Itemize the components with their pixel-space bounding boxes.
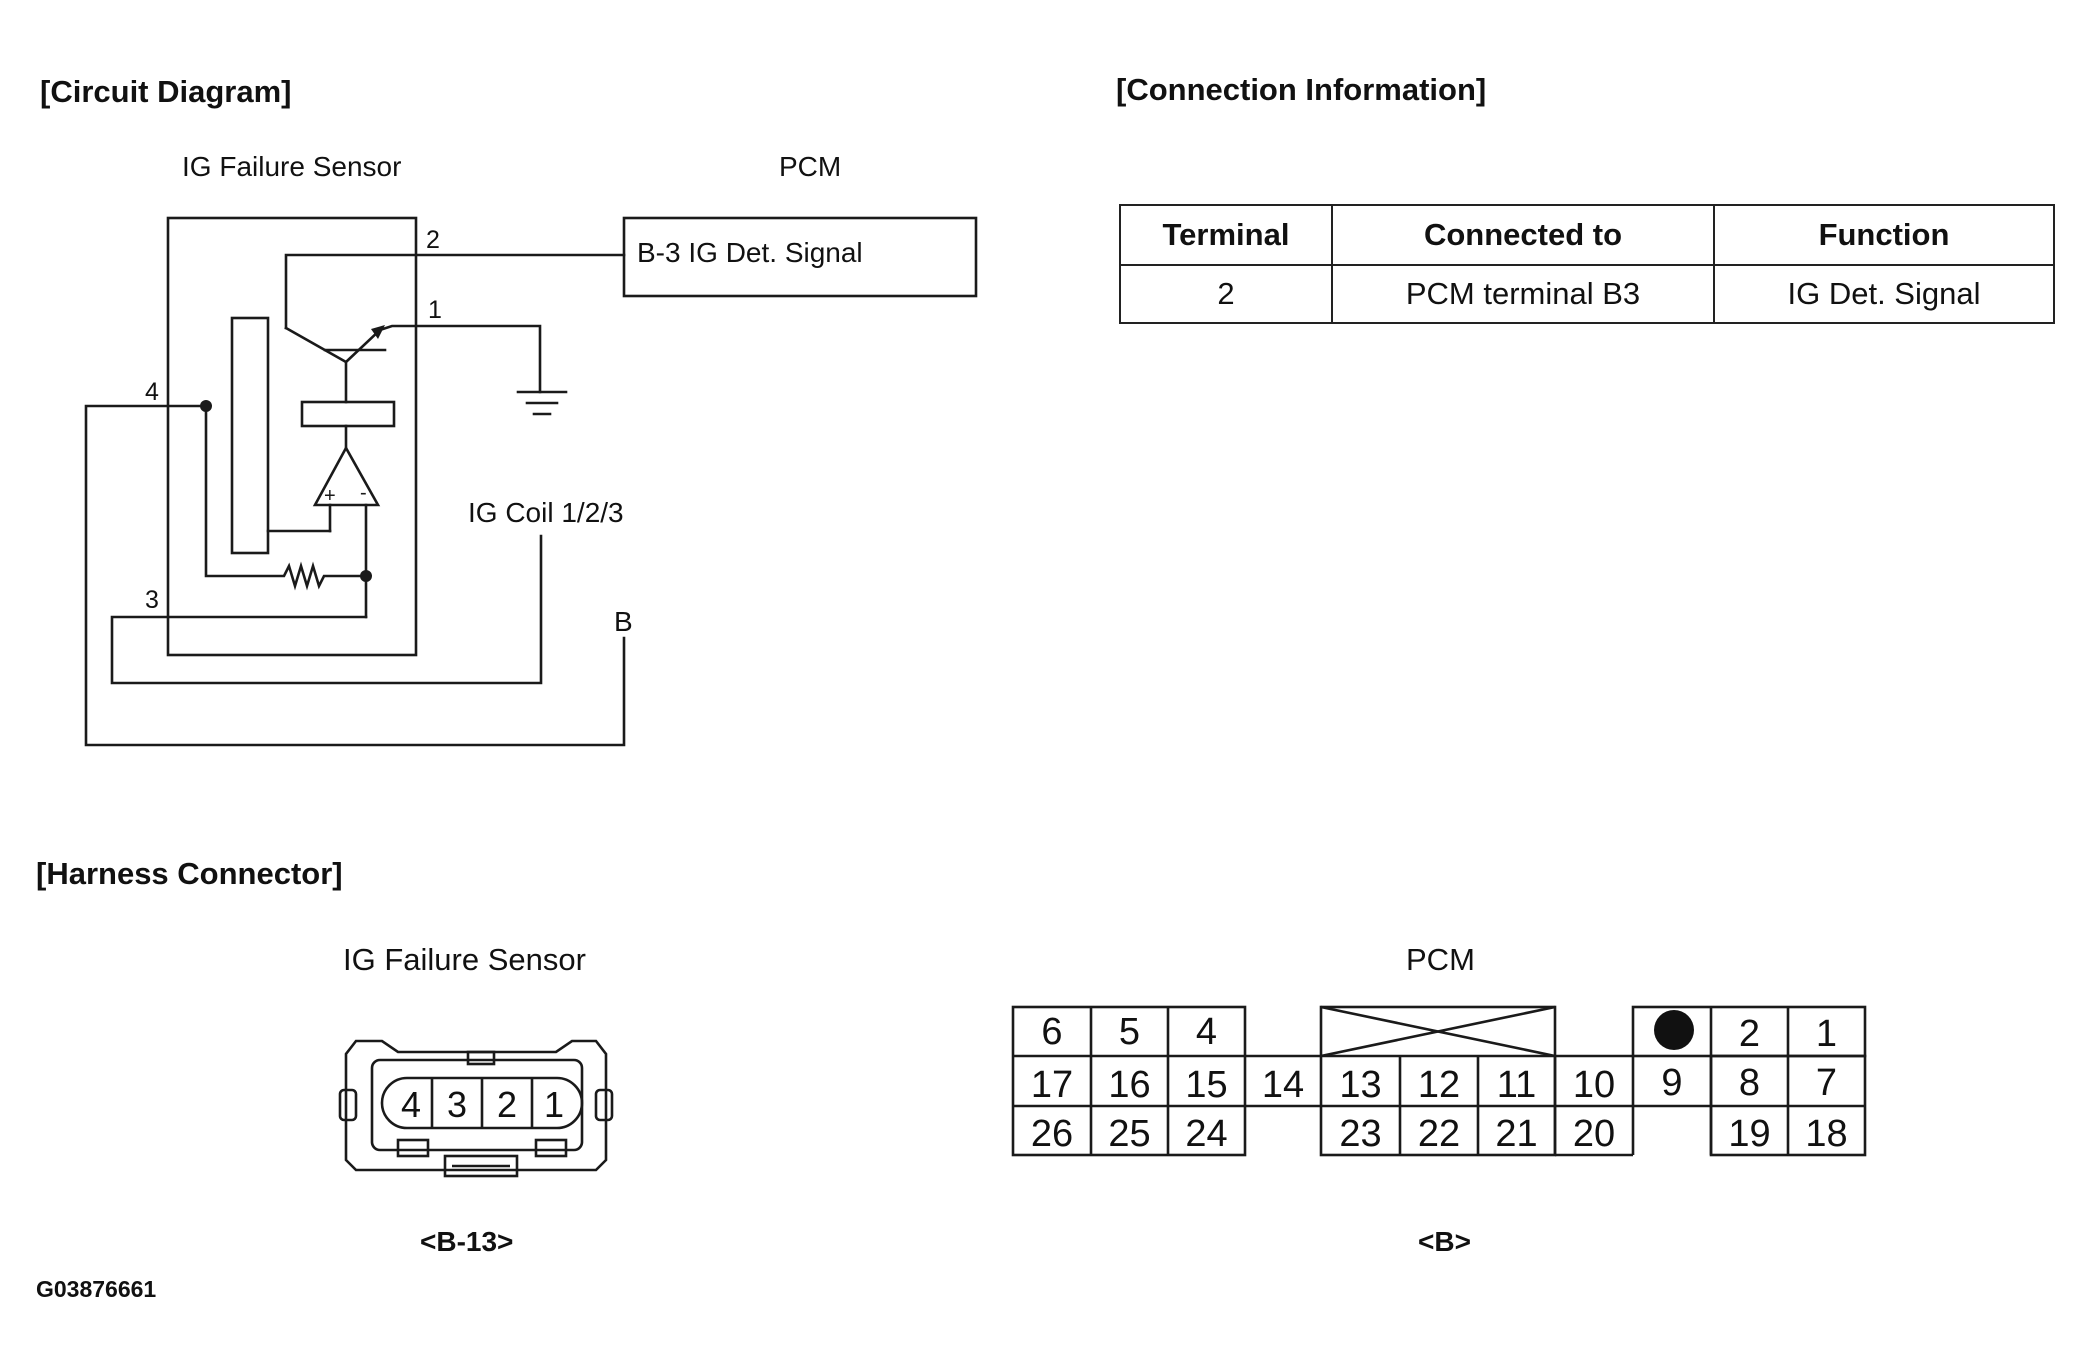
pcm-pin-6: 6 bbox=[1041, 1011, 1063, 1053]
pcm-pin-2: 2 bbox=[1738, 1013, 1761, 1055]
pcm-pin-12: 12 bbox=[1417, 1064, 1461, 1106]
sensor-connector-pin-1: 1 bbox=[543, 1084, 565, 1125]
pcm-pin-5: 5 bbox=[1118, 1011, 1141, 1053]
pcm-pin-19: 19 bbox=[1728, 1113, 1771, 1155]
cell-connected-to: PCM terminal B3 bbox=[1331, 264, 1715, 324]
amp-plus-sign: + bbox=[324, 485, 336, 507]
pcm-pin-16: 16 bbox=[1108, 1064, 1151, 1106]
ig-coil-label: IG Coil 1/2/3 bbox=[468, 497, 624, 528]
connection-table-header: Terminal Connected to Function bbox=[1119, 204, 2055, 266]
figure-id: G03876661 bbox=[36, 1276, 157, 1302]
amp-minus-sign: - bbox=[360, 482, 367, 504]
connection-information-title: [Connection Information] bbox=[1116, 72, 1487, 107]
pcm-label: PCM bbox=[779, 151, 842, 182]
pcm-pin-15: 15 bbox=[1185, 1064, 1228, 1106]
connection-table: Terminal Connected to Function 2 PCM ter… bbox=[1119, 204, 2055, 324]
pcm-pin-22: 22 bbox=[1417, 1113, 1461, 1155]
table-row: 2 PCM terminal B3 IG Det. Signal bbox=[1119, 264, 2055, 324]
sensor-housing bbox=[166, 216, 418, 657]
pin-label-4: 4 bbox=[145, 378, 159, 406]
battery-label: B bbox=[614, 606, 633, 637]
pin3-wire bbox=[110, 534, 543, 685]
pcm-pin-14: 14 bbox=[1261, 1064, 1305, 1106]
sensor-connector-code: <B-13> bbox=[420, 1226, 514, 1257]
pin1-wire bbox=[378, 324, 542, 394]
pin-label-1: 1 bbox=[428, 296, 442, 324]
sensor-label: IG Failure Sensor bbox=[182, 151, 402, 182]
pcm-pin-18: 18 bbox=[1805, 1113, 1848, 1155]
header-terminal: Terminal bbox=[1119, 204, 1333, 266]
pcm-pin-8: 8 bbox=[1738, 1062, 1761, 1104]
pcm-pin-4: 4 bbox=[1195, 1011, 1218, 1053]
pcm-pin-20: 20 bbox=[1572, 1113, 1616, 1155]
junction-dot-resistor bbox=[360, 570, 372, 582]
sensing-element bbox=[230, 316, 270, 555]
pcm-pin-10: 10 bbox=[1572, 1064, 1616, 1106]
transistor-emitter bbox=[344, 328, 382, 364]
junction-dot-pin4 bbox=[200, 400, 212, 412]
pcm-box-label: B-3 IG Det. Signal bbox=[637, 237, 863, 268]
pcm-pin-23: 23 bbox=[1339, 1113, 1382, 1155]
pcm-block-left bbox=[1011, 1005, 1247, 1157]
pcm-pin-25: 25 bbox=[1108, 1113, 1151, 1155]
pin2-wire bbox=[284, 253, 626, 330]
transistor-collector bbox=[284, 326, 348, 364]
cell-terminal: 2 bbox=[1119, 264, 1333, 324]
cell-function: IG Det. Signal bbox=[1713, 264, 2055, 324]
pcm-blank-x-2 bbox=[1320, 1005, 1556, 1058]
sensor-connector-tab-right bbox=[594, 1088, 614, 1122]
sensor-connector-latch bbox=[443, 1154, 519, 1178]
pcm-pin-9: 9 bbox=[1661, 1062, 1683, 1104]
pcm-connector-code: <B> bbox=[1418, 1226, 1471, 1257]
resistor-wire bbox=[204, 404, 368, 591]
pcm-terminal-3-marker bbox=[1654, 1010, 1694, 1050]
sensor-connector-label: IG Failure Sensor bbox=[343, 942, 586, 977]
pcm-pin-13: 13 bbox=[1339, 1064, 1382, 1106]
pin-label-3: 3 bbox=[145, 586, 159, 614]
pcm-pin-21: 21 bbox=[1495, 1113, 1538, 1155]
driver-block bbox=[300, 400, 396, 428]
pcm-pin-24: 24 bbox=[1185, 1113, 1228, 1155]
pcm-pin-11: 11 bbox=[1496, 1064, 1537, 1106]
pcm-box bbox=[622, 216, 978, 298]
header-connected-to: Connected to bbox=[1331, 204, 1715, 266]
pin4-wire bbox=[84, 404, 626, 747]
sensor-connector-pin-3: 3 bbox=[446, 1084, 468, 1125]
op-amp bbox=[312, 445, 381, 507]
pin-label-2: 2 bbox=[426, 226, 440, 254]
pcm-pin-26: 26 bbox=[1030, 1113, 1074, 1155]
sensor-connector-housing bbox=[344, 1039, 608, 1172]
harness-connector-title: [Harness Connector] bbox=[36, 856, 343, 891]
sensor-connector-tab-left bbox=[338, 1088, 358, 1122]
sensor-connector-pin-4: 4 bbox=[400, 1084, 422, 1125]
pcm-pin-17: 17 bbox=[1030, 1064, 1074, 1106]
pcm-pin-7: 7 bbox=[1815, 1062, 1838, 1104]
sensor-connector-pin-2: 2 bbox=[496, 1084, 518, 1125]
pcm-pin-1: 1 bbox=[1815, 1013, 1838, 1055]
sensor-connector-key bbox=[466, 1050, 496, 1066]
pcm-connector-label: PCM bbox=[1406, 942, 1475, 977]
header-function: Function bbox=[1713, 204, 2055, 266]
circuit-diagram-title: [Circuit Diagram] bbox=[40, 74, 292, 109]
emitter-arrow bbox=[371, 325, 385, 339]
